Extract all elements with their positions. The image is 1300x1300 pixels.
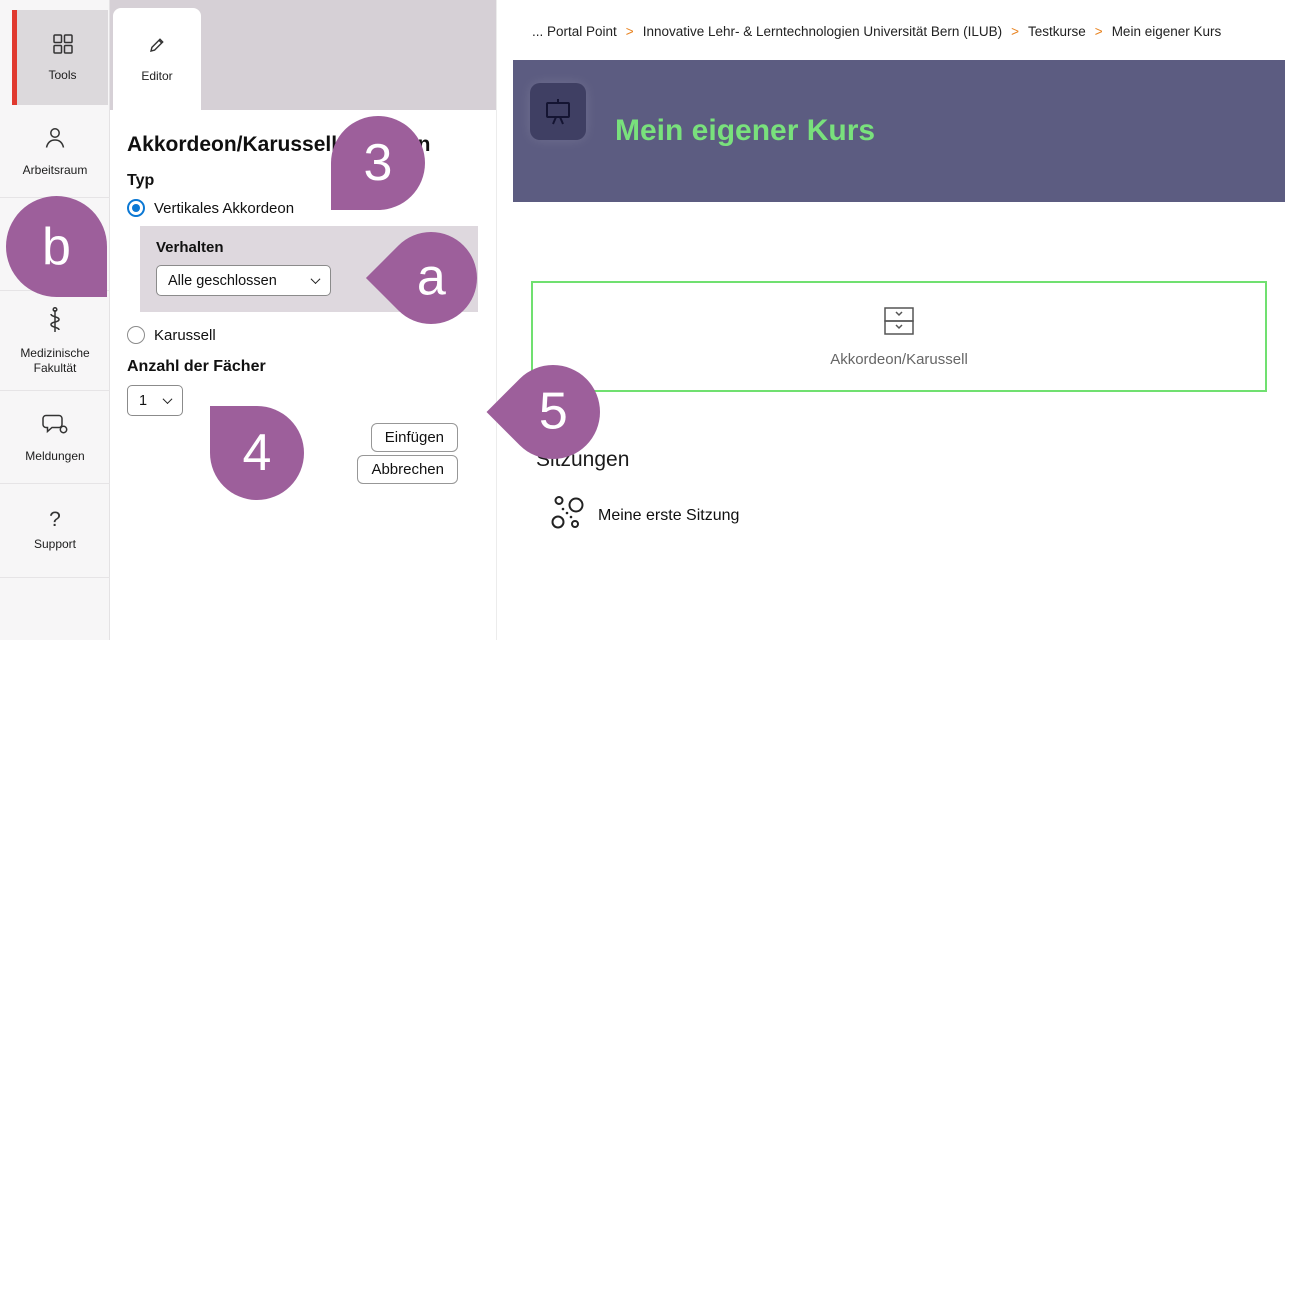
caduceus-icon <box>43 306 67 339</box>
rail-item-label: Arbeitsraum <box>22 162 88 177</box>
breadcrumb-item[interactable]: Innovative Lehr- & Lerntechnologien Univ… <box>642 24 1003 39</box>
verhalten-label: Verhalten <box>156 239 224 256</box>
annotation-balloon-b: b <box>6 196 107 297</box>
rail-item-label: Medizinische Fakultät <box>20 345 90 375</box>
grid-icon <box>51 32 75 61</box>
radio-vertikales-akkordeon[interactable]: Vertikales Akkordeon <box>127 199 476 217</box>
form-buttons: Einfügen Abbrechen <box>127 423 476 484</box>
session-icon <box>547 492 589 539</box>
radio-karussell-label: Karussell <box>154 326 216 344</box>
breadcrumb-separator-icon: > <box>1011 24 1020 39</box>
breadcrumb-separator-icon: > <box>1094 24 1103 39</box>
rail-item-label: Meldungen <box>25 448 85 463</box>
radio-unselected-indicator <box>127 326 145 344</box>
tab-editor-label: Editor <box>141 69 173 83</box>
accordion-icon <box>880 305 918 344</box>
left-rail: Tools Arbeitsraum Medizinische Fakultät … <box>0 0 110 640</box>
breadcrumb-item-current[interactable]: Mein eigener Kurs <box>1111 24 1222 39</box>
editor-tabstrip: Editor <box>110 0 496 110</box>
breadcrumb-separator-icon: > <box>625 24 634 39</box>
chat-bubbles-icon <box>41 411 69 442</box>
annotation-balloon-4: 4 <box>210 406 304 500</box>
chevron-down-icon <box>162 394 173 405</box>
presentation-board-icon <box>530 83 586 140</box>
rail-item-label: Support <box>33 537 77 551</box>
course-content: ... Portal Point > Innovative Lehr- & Le… <box>497 0 1300 640</box>
akkordeon-dropzone[interactable]: Akkordeon/Karussell <box>531 281 1267 392</box>
session-item[interactable]: Meine erste Sitzung <box>547 492 1300 539</box>
chevron-down-icon <box>310 274 321 285</box>
course-title: Mein eigener Kurs <box>615 114 876 147</box>
annotation-balloon-3: 3 <box>331 116 425 210</box>
radio-vertikales-akkordeon-label: Vertikales Akkordeon <box>154 199 295 217</box>
verhalten-select[interactable]: Alle geschlossen <box>156 265 331 296</box>
verhalten-select-value: Alle geschlossen <box>168 272 277 289</box>
radio-selected-indicator <box>127 199 145 217</box>
rail-item-support[interactable]: ? Support <box>0 483 110 577</box>
rail-item-label: Tools <box>48 68 77 82</box>
anzahl-select-value: 1 <box>139 392 148 409</box>
rail-filler <box>0 577 110 640</box>
breadcrumb-item[interactable]: Testkurse <box>1028 24 1086 39</box>
einfuegen-button[interactable]: Einfügen <box>370 423 458 452</box>
section-title: Sitzungen <box>536 448 630 471</box>
person-icon <box>42 125 68 156</box>
radio-karussell[interactable]: Karussell <box>127 326 476 344</box>
typ-label: Typ <box>127 172 155 189</box>
course-banner: Mein eigener Kurs <box>513 60 1285 202</box>
rail-item-medizinische-fakultaet[interactable]: Medizinische Fakultät <box>0 290 110 390</box>
dropzone-label: Akkordeon/Karussell <box>830 351 968 368</box>
question-mark-icon: ? <box>49 508 61 531</box>
rail-item-meldungen[interactable]: Meldungen <box>0 390 110 483</box>
anzahl-select[interactable]: 1 <box>127 385 183 416</box>
breadcrumb: ... Portal Point > Innovative Lehr- & Le… <box>497 0 1300 39</box>
rail-item-tools[interactable]: Tools <box>12 10 108 105</box>
breadcrumb-item[interactable]: ... Portal Point <box>532 24 617 39</box>
abbrechen-button[interactable]: Abbrechen <box>357 455 458 484</box>
anzahl-label: Anzahl der Fächer <box>127 358 266 375</box>
session-item-label: Meine erste Sitzung <box>598 506 740 524</box>
rail-item-arbeitsraum[interactable]: Arbeitsraum <box>0 105 110 197</box>
tab-editor[interactable]: Editor <box>113 8 201 110</box>
pencil-icon <box>147 35 167 60</box>
